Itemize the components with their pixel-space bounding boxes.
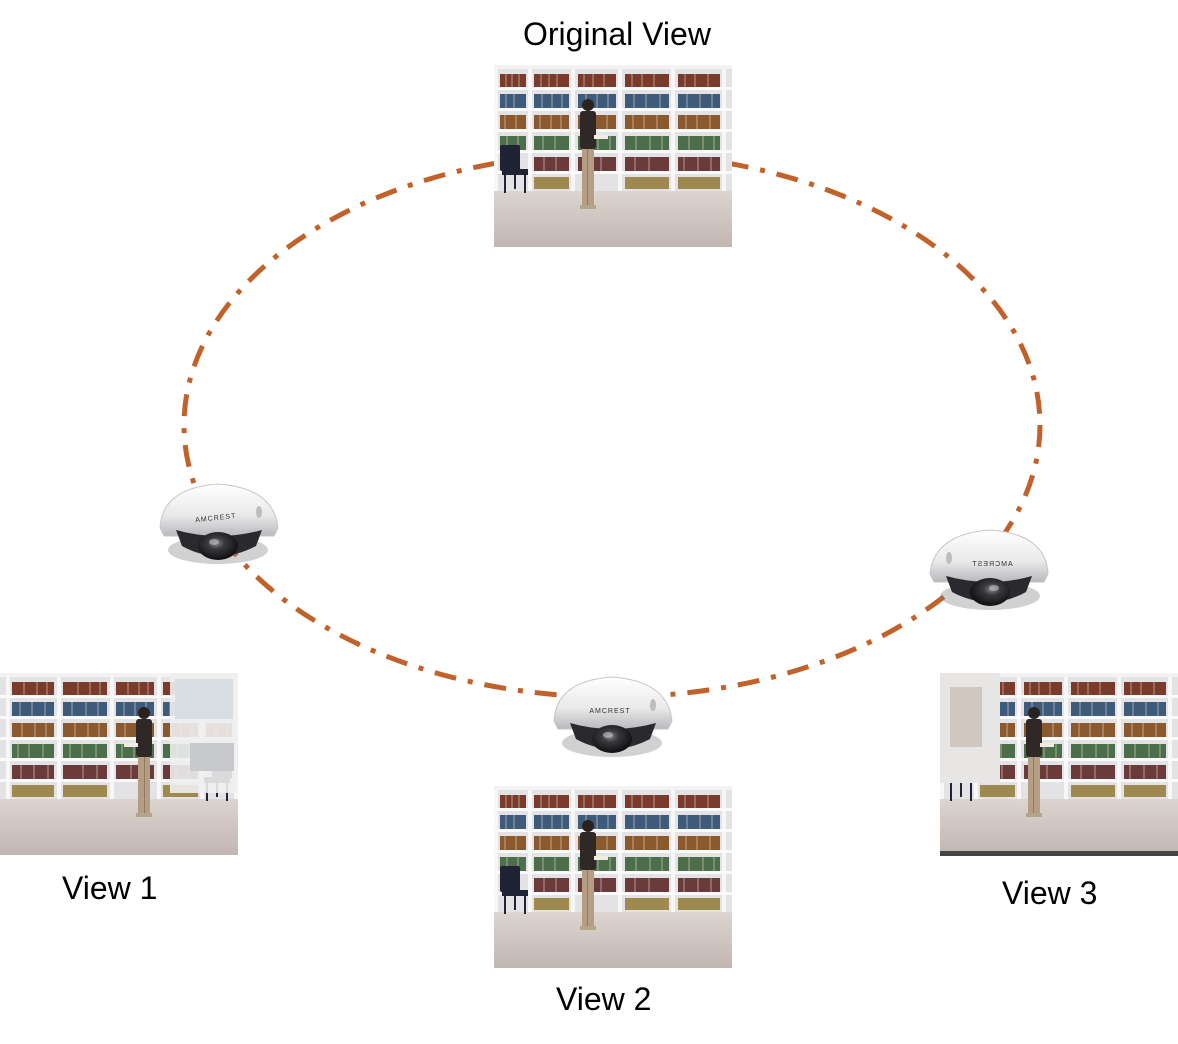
view-1-label: View 1 xyxy=(62,870,158,906)
camera-bottom-brand: AMCREST xyxy=(589,708,630,715)
view-3-image xyxy=(939,672,1178,858)
camera-left-brand: AMCREST xyxy=(195,513,237,524)
camera-bottom: AMCREST xyxy=(553,676,673,758)
camera-right-brand: AMCREST xyxy=(971,561,1012,568)
original-view-image xyxy=(493,64,733,248)
original-view-label: Original View xyxy=(523,16,711,52)
camera-right: AMCREST xyxy=(929,529,1049,611)
view-1-image xyxy=(0,672,239,856)
camera-left: AMCREST xyxy=(159,483,279,565)
view-2-label: View 2 xyxy=(556,981,652,1017)
view-3-label: View 3 xyxy=(1002,875,1098,911)
view-2-image xyxy=(493,785,734,969)
